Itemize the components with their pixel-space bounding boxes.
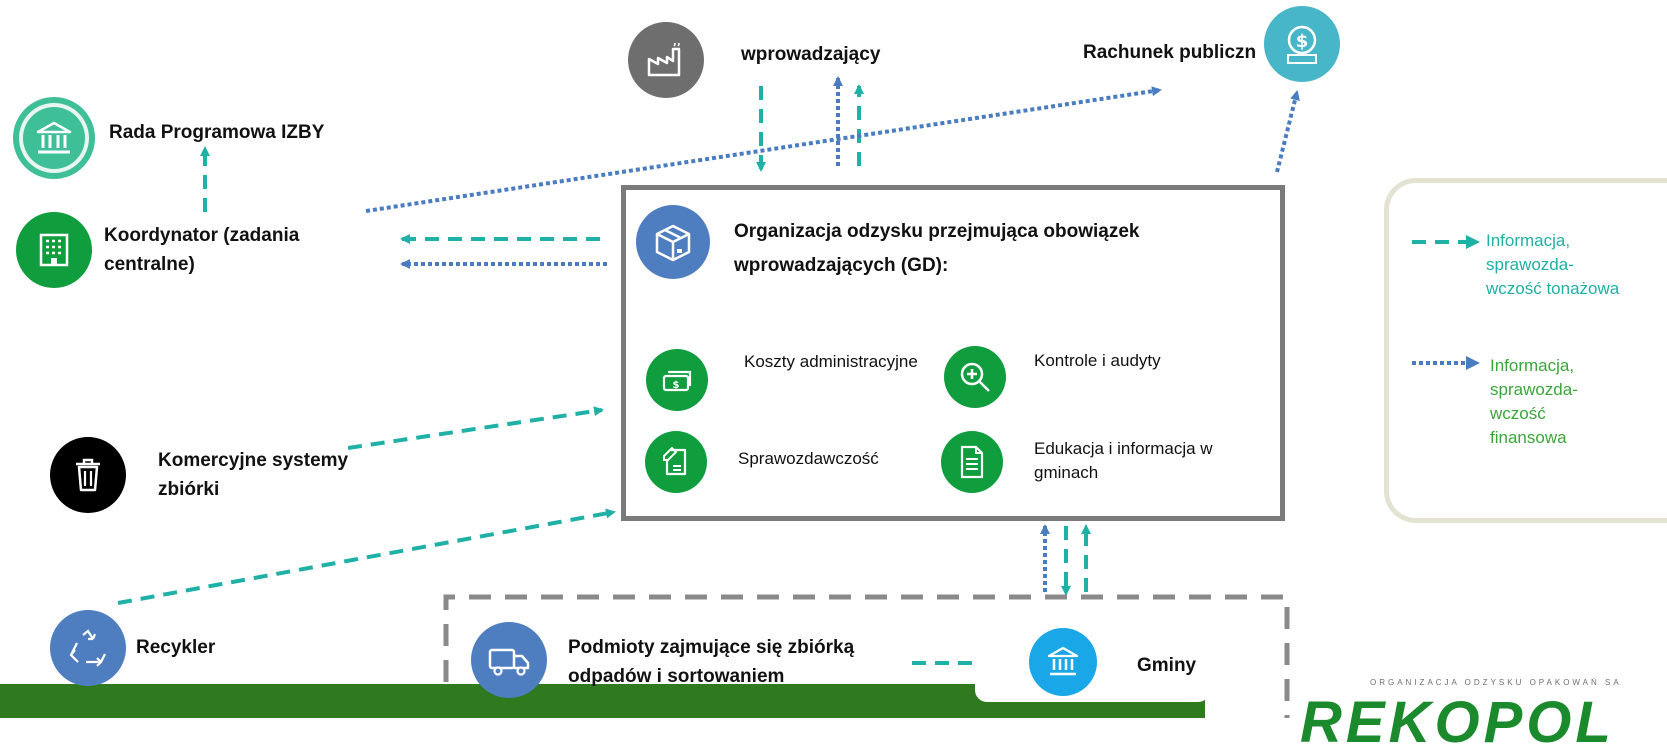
bank-icon (13, 97, 95, 179)
legend-panel (1384, 178, 1667, 523)
item-kontrole-label: Kontrole i audyty (1034, 351, 1161, 370)
rada-label: Rada Programowa IZBY (109, 122, 325, 143)
legend-dashed-label-line2: sprawozda- (1486, 255, 1574, 274)
recykler-label: Recykler (136, 637, 216, 658)
legend-dotted-arrow (1412, 356, 1480, 370)
legend-dashed-label-line3: wczość tonażowa (1486, 279, 1620, 298)
logo-name: REKOPOL (1300, 690, 1615, 755)
item-sprawozdawczosc-label: Sprawozdawczość (738, 449, 879, 468)
podmioty-label-line2: odpadów i sortowaniem (568, 666, 785, 687)
rachunek-label: Rachunek publiczn (1083, 42, 1257, 63)
legend-dotted-label-line4: finansowa (1490, 428, 1567, 447)
town-hall-icon (1029, 628, 1097, 696)
item-edukacja-label-line2: gminach (1034, 463, 1099, 482)
komercyjne-label-line1: Komercyjne systemy (158, 450, 349, 471)
komercyjne-label-line2: zbiórki (158, 479, 220, 500)
coin-icon: $ (1264, 6, 1340, 82)
item-edukacja-label-line1: Edukacja i informacja w (1034, 439, 1213, 458)
report-pen-icon (645, 431, 707, 493)
legend-dashed-arrow (1412, 235, 1480, 249)
gminy-label: Gminy (1137, 655, 1197, 676)
legend-dashed-label-line1: Informacja, (1486, 231, 1571, 250)
logo-tagline: ORGANIZACJA ODZYSKU OPAKOWAŃ SA (1370, 678, 1622, 687)
money-icon: $ (646, 349, 708, 411)
legend-dotted-label-line1: Informacja, (1490, 356, 1575, 375)
podmioty-label-line1: Podmioty zajmujące się zbiórką (568, 637, 855, 658)
arrow-box-rachunek (1275, 90, 1300, 173)
bottom-dashed-frame (443, 594, 1290, 718)
legend-dotted-label-line2: sprawozda- (1490, 380, 1578, 399)
trash-bin-icon (50, 437, 126, 513)
arrow-koordynator-rachunek (365, 86, 1162, 213)
document-icon (941, 431, 1003, 493)
office-building-icon (16, 212, 92, 288)
wprowadzajacy-label: wprowadzający (741, 44, 881, 65)
koordynator-label-line1: Koordynator (zadania (104, 225, 300, 246)
main-box-title-line2: wprowadzających (GD): (734, 255, 949, 276)
arrow-komercyjne-box (347, 406, 604, 450)
legend-dotted-label-line3: wczość (1490, 404, 1546, 423)
recycle-icon (50, 610, 126, 686)
svg-text:$: $ (673, 380, 680, 391)
svg-text:$: $ (1296, 31, 1309, 52)
koordynator-label-line2: centralne) (104, 254, 195, 275)
package-box-icon (636, 205, 710, 279)
main-box-title-line1: Organizacja odzysku przejmująca obowiąze… (734, 221, 1140, 242)
truck-icon (471, 622, 547, 698)
item-koszty-label: Koszty administracyjne (744, 352, 918, 371)
arrow-recykler-box (117, 508, 616, 605)
factory-icon (628, 22, 704, 98)
magnifier-plus-icon (944, 346, 1006, 408)
